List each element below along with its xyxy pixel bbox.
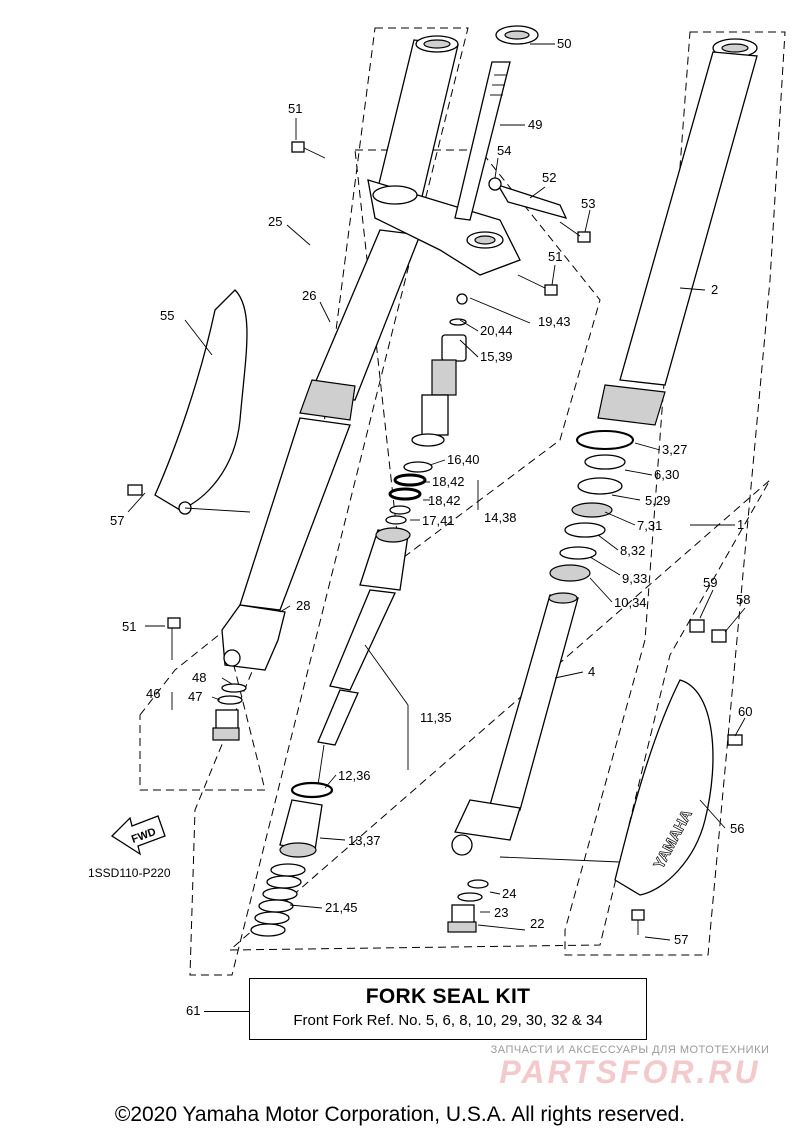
callout-12-36: 12,36	[338, 768, 371, 783]
right-seal-stack	[549, 430, 634, 582]
bolts-upper	[291, 141, 591, 296]
callout-48: 48	[192, 670, 206, 685]
upper-bracket	[367, 179, 521, 276]
callout-54: 54	[497, 143, 511, 158]
watermark-logo: PARTSFOR.RU	[499, 1054, 761, 1090]
callout-57: 57	[110, 513, 124, 528]
callout-15-39: 15,39	[480, 349, 513, 364]
callout-51: 51	[548, 249, 562, 264]
callout-20-44: 20,44	[480, 323, 513, 338]
right-outer-tube	[597, 38, 758, 426]
spring-assembly	[250, 781, 334, 937]
callout-14-38: 14,38	[484, 510, 517, 525]
callout-52: 52	[542, 170, 556, 185]
callout-50: 50	[557, 36, 571, 51]
callout-23: 23	[494, 905, 508, 920]
leader-lines	[127, 43, 746, 941]
callout-51: 51	[288, 101, 302, 116]
callout-11-35: 11,35	[420, 710, 452, 725]
kit-ref-number: 61	[186, 1003, 201, 1018]
left-axle-bracket	[167, 604, 286, 741]
callout-25: 25	[268, 214, 282, 229]
callout-6-30: 6,30	[654, 467, 679, 482]
callout-3-27: 3,27	[662, 442, 687, 457]
callout-16-40: 16,40	[447, 452, 480, 467]
copyright-notice: ©2020 Yamaha Motor Corporation, U.S.A. A…	[114, 1103, 686, 1126]
watermark-tagline: ЗАПЧАСТИ И АКСЕССУАРЫ ДЛЯ МОТОТЕХНИКИ	[490, 1044, 770, 1056]
callout-55: 55	[160, 308, 174, 323]
callout-59: 59	[703, 575, 717, 590]
left-outer-tube	[239, 35, 459, 611]
steering-stem	[454, 25, 539, 221]
callout-2: 2	[711, 282, 718, 297]
callout-1: 1	[737, 517, 744, 532]
damper-rod	[317, 527, 411, 786]
kit-description: Front Fork Ref. No. 5, 6, 8, 10, 29, 30,…	[293, 1012, 603, 1029]
callout-labels: 50 49 51 54 52 53 51 25 26 55 2 19,43 20…	[110, 36, 752, 947]
callout-57: 57	[674, 932, 688, 947]
callout-10-34: 10,34	[614, 595, 647, 610]
watermark: ЗАПЧАСТИ И АКСЕССУАРЫ ДЛЯ МОТОТЕХНИКИ PA…	[480, 1044, 780, 1091]
fwd-arrow-icon: FWD	[110, 815, 166, 856]
callout-18-42: 18,42	[428, 493, 461, 508]
right-inner-tube	[447, 592, 579, 933]
callout-53: 53	[581, 196, 595, 211]
kit-ref-leader	[204, 1011, 249, 1012]
callout-19-43: 19,43	[538, 314, 571, 329]
drawing-code: 1SSD110-P220	[88, 866, 171, 880]
callout-26: 26	[302, 288, 316, 303]
callout-8-32: 8,32	[620, 543, 645, 558]
callout-18-42: 18,42	[432, 474, 465, 489]
callout-51: 51	[122, 619, 136, 634]
callout-17-41: 17,41	[422, 513, 455, 528]
callout-28: 28	[296, 598, 310, 613]
damper-assembly	[385, 293, 468, 525]
callout-13-37: 13,37	[348, 833, 381, 848]
callout-58: 58	[736, 592, 750, 607]
callout-46: 46	[146, 686, 160, 701]
callout-5-29: 5,29	[645, 493, 670, 508]
callout-49: 49	[528, 117, 542, 132]
callout-24: 24	[502, 886, 516, 901]
right-guard	[614, 619, 743, 935]
callout-4: 4	[588, 664, 595, 679]
callout-9-33: 9,33	[622, 571, 647, 586]
callout-22: 22	[530, 916, 544, 931]
callout-56: 56	[730, 821, 744, 836]
fork-seal-kit-box: FORK SEAL KIT Front Fork Ref. No. 5, 6, …	[249, 978, 647, 1040]
callout-21-45: 21,45	[325, 900, 358, 915]
callout-60: 60	[738, 704, 752, 719]
callout-47: 47	[188, 689, 202, 704]
kit-title: FORK SEAL KIT	[365, 985, 531, 1008]
callout-7-31: 7,31	[637, 518, 662, 533]
